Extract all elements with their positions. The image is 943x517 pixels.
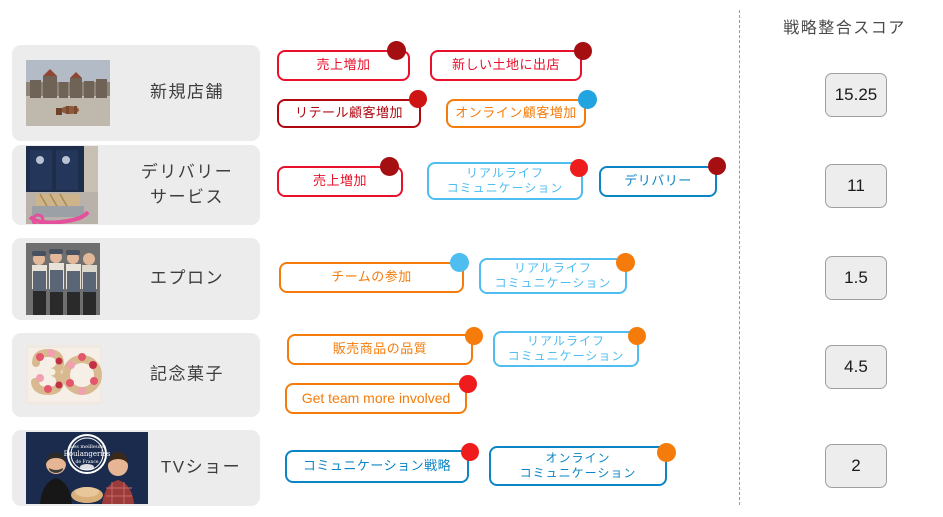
goal-chip-reallife-comm-2[interactable]: リアルライフ コミュニケーション [479, 258, 627, 294]
thumbnail-anniversary-cake [26, 345, 102, 405]
initiative-label-1: 新規店舗 [150, 82, 224, 102]
status-dot-orange-3 [628, 327, 646, 345]
goal-chip-reallife-comm-1[interactable]: リアルライフ コミュニケーション [427, 162, 583, 200]
score-column-header: 戦略整合スコア [783, 20, 906, 37]
status-dot-dark-red-4 [708, 157, 726, 175]
dashed-divider [739, 10, 740, 505]
svg-text:Boulangeries: Boulangeries [64, 450, 111, 458]
score-box-2: 11 [825, 164, 887, 208]
status-dot-red-2 [570, 159, 588, 177]
initiative-card-3[interactable]: エプロン [12, 238, 260, 320]
initiative-card-1[interactable]: 新規店舗 [12, 45, 260, 141]
thumbnail-tv-show: Les meilleurs Boulangeries de France [26, 432, 148, 504]
goal-chip-communication-strategy[interactable]: コミュニケーション戦略 [285, 450, 469, 483]
status-dot-red-4 [461, 443, 479, 461]
thumbnail-delivery-bike [26, 146, 98, 224]
status-dot-dark-red-2 [574, 42, 592, 60]
goal-chip-online-communication[interactable]: オンライン コミュニケーション [489, 446, 667, 486]
initiative-label-5: TVショー [160, 457, 242, 477]
svg-text:de France: de France [75, 459, 98, 465]
score-box-3: 1.5 [825, 256, 887, 300]
status-dot-blue-1 [578, 90, 597, 109]
svg-text:Les meilleurs: Les meilleurs [70, 444, 105, 450]
goal-chip-reallife-comm-3[interactable]: リアルライフ コミュニケーション [493, 331, 639, 367]
score-box-4: 4.5 [825, 345, 887, 389]
status-dot-red-3 [459, 375, 477, 393]
initiative-card-5[interactable]: Les meilleurs Boulangeries de France [12, 430, 260, 506]
score-box-1: 15.25 [825, 73, 887, 117]
initiative-label-2: デリバリー サービス [140, 162, 234, 206]
goal-chip-delivery[interactable]: デリバリー [599, 166, 717, 197]
status-dot-red-1 [409, 90, 427, 108]
status-dot-dark-red-1 [387, 41, 406, 60]
goal-chip-product-quality[interactable]: 販売商品の品質 [287, 334, 473, 365]
goal-chip-team-involvement[interactable]: チームの参加 [279, 262, 464, 293]
thumbnail-beach-village [26, 60, 110, 126]
status-dot-orange-4 [657, 443, 676, 462]
initiative-label-4: 記念菓子 [150, 364, 224, 384]
score-box-5: 2 [825, 444, 887, 488]
thumbnail-team-aprons [26, 243, 100, 315]
goal-chip-online-customers[interactable]: オンライン顧客増加 [446, 99, 586, 128]
initiative-label-3: エプロン [150, 268, 224, 288]
goal-chip-retail-customers[interactable]: リテール顧客増加 [277, 99, 421, 128]
status-dot-orange-1 [616, 253, 635, 272]
goal-chip-get-team-involved[interactable]: Get team more involved [285, 383, 467, 414]
goal-chip-new-location[interactable]: 新しい土地に出店 [430, 50, 582, 81]
initiative-card-2[interactable]: デリバリー サービス [12, 145, 260, 225]
initiative-card-4[interactable]: 記念菓子 [12, 333, 260, 417]
status-dot-orange-2 [465, 327, 483, 345]
status-dot-blue-2 [450, 253, 469, 272]
status-dot-dark-red-3 [380, 157, 399, 176]
